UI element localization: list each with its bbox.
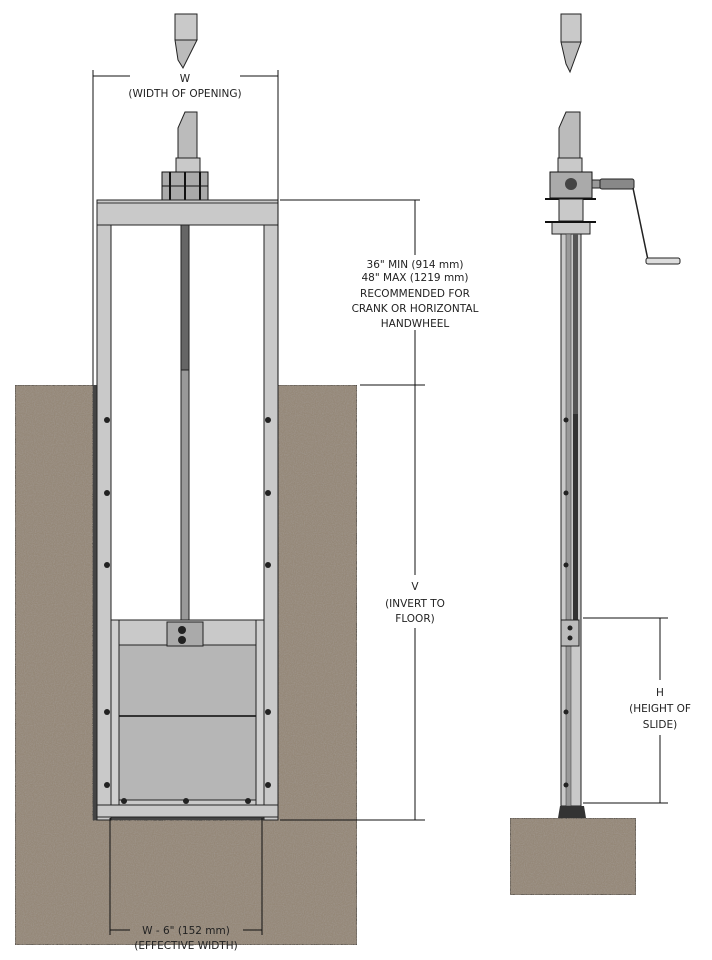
width-sublabel: (WIDTH OF OPENING)	[128, 88, 241, 100]
frame-guide-right	[263, 224, 279, 821]
operator-height-line-2: 48" MAX (1219 mm)	[361, 272, 468, 284]
width-dimension: W (WIDTH OF OPENING)	[92, 70, 279, 385]
operator-lift	[161, 171, 209, 201]
invert-sublabel-2: FLOOR)	[395, 613, 434, 625]
concrete-base	[509, 817, 637, 896]
operator-height-line-4: CRANK OR HORIZONTAL	[352, 303, 479, 315]
stem-side	[573, 234, 578, 414]
height-dimension: H (HEIGHT OF SLIDE)	[583, 617, 691, 804]
effective-width-sublabel: (EFFECTIVE WIDTH)	[134, 940, 237, 952]
height-sublabel-2: SLIDE)	[643, 719, 677, 731]
operator-lift-side	[545, 171, 596, 235]
invert-label: V	[411, 581, 419, 593]
crank-handle[interactable]	[591, 178, 681, 265]
height-label: H	[656, 687, 664, 699]
effective-width-dimension: W - 6" (152 mm) (EFFECTIVE WIDTH)	[109, 818, 263, 952]
threaded-stem	[180, 224, 190, 371]
frame-invert	[96, 804, 279, 818]
stem-extension	[174, 13, 201, 173]
side-view: H (HEIGHT OF SLIDE)	[509, 13, 691, 896]
stem	[180, 369, 190, 641]
operator-height-line-3: RECOMMENDED FOR	[360, 288, 470, 300]
operator-height-line-1: 36" MIN (914 mm)	[367, 259, 464, 271]
operator-height-dimension: 36" MIN (914 mm) 48" MAX (1219 mm) RECOM…	[280, 199, 479, 821]
frame-guide-left	[96, 224, 112, 821]
invert-sublabel-1: (INVERT TO	[385, 598, 445, 610]
effective-width-label: W - 6" (152 mm)	[142, 925, 230, 937]
slide-plate	[110, 619, 265, 806]
slide-bracket	[560, 619, 580, 647]
yoke	[96, 199, 279, 226]
operator-height-line-5: HANDWHEEL	[381, 318, 450, 330]
width-label: W	[180, 73, 191, 85]
height-sublabel-1: (HEIGHT OF	[629, 703, 691, 715]
front-view: W (WIDTH OF OPENING) 36" MIN (914 mm) 48…	[14, 13, 479, 952]
anchor-bolts	[104, 417, 271, 788]
